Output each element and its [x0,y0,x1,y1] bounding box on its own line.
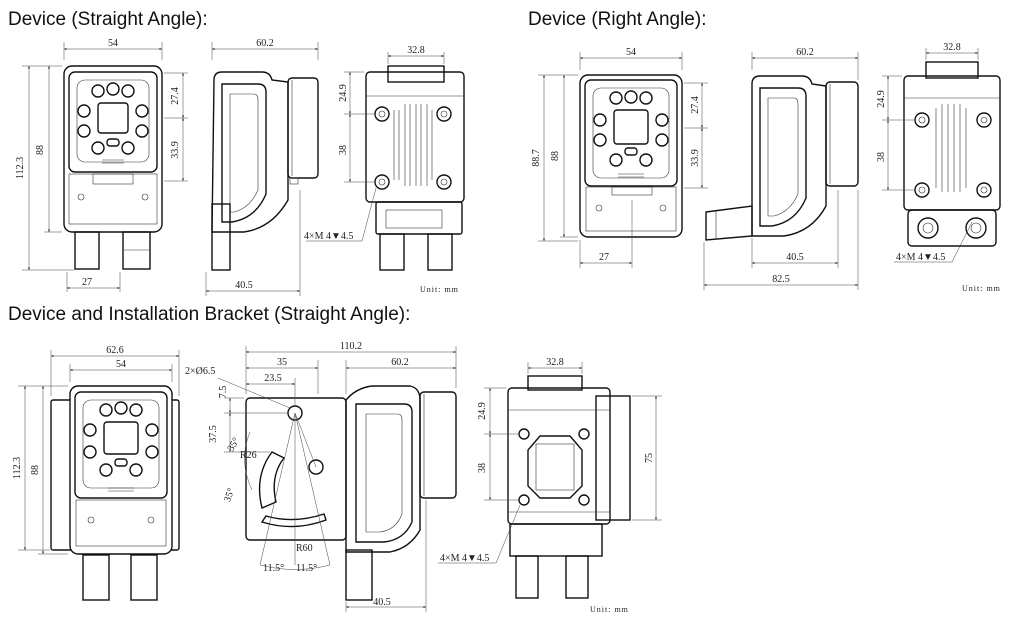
dim-total-height: 112.3 [15,157,26,179]
unit-label-right: Unit: mm [962,284,1001,293]
dim-right-hole-top: 24.9 [876,90,887,108]
right-side-dims: 60.2 40.5 82.5 [703,47,859,290]
bracket-front-dims: 62.6 54 112.3 88 [12,345,180,555]
dim-right-overall: 82.5 [772,274,790,285]
dim-holes: 2×Ø6.5 [185,366,215,377]
dim-bracket-height: 75 [644,453,655,463]
dim-bracket-hole-pitch: 38 [477,463,488,473]
dim-connector: 27 [82,277,92,288]
dim-right-depth: 60.2 [796,47,814,58]
dim-bracket-depth: 60.2 [391,357,409,368]
right-back-dims: 32.8 24.9 38 4×M 4▼4.5 Unit: mm [876,42,1001,293]
dim-base: 40.5 [235,280,253,291]
dim-bracket-base: 40.5 [373,597,391,608]
dim-hole-offset: 23.5 [264,373,282,384]
dim-right-middle: 33.9 [690,149,701,167]
straight-back-view [365,65,465,271]
dim-bracket-width: 54 [116,359,126,370]
straight-back-dims: 32.8 24.9 38 4×M 4▼4.5 Unit: mm [304,45,459,294]
dim-right-screw: 4×M 4▼4.5 [896,252,945,263]
heading-bracket: Device and Installation Bracket (Straigh… [8,304,411,325]
right-side-view [705,75,859,241]
right-front-dims: 54 88.7 88 27.4 33.9 27 [531,47,708,268]
dim-body-height: 88 [35,145,46,155]
dim-right-base: 40.5 [786,252,804,263]
dim-bracket-total: 112.3 [12,457,23,479]
dim-bracket-outer: 62.6 [106,345,124,356]
dim-right-back-width: 32.8 [943,42,961,53]
straight-front-dims: 54 112.3 88 27.4 33.9 27 [15,38,188,292]
right-front-view [579,74,683,238]
dim-right-connector: 27 [599,252,609,263]
unit-label: Unit: mm [420,285,459,294]
bracket-back-dims: 32.8 24.9 38 75 4×M 4▼4.5 Unit: mm [438,357,662,614]
dim-top: 7.5 [218,386,229,399]
dim-width: 54 [108,38,118,49]
right-back-view [903,61,1001,247]
dim-bracket-screw: 4×M 4▼4.5 [440,553,489,564]
heading-right-angle: Device (Right Angle): [528,9,707,30]
dim-bracket-hole-top: 24.9 [477,402,488,420]
dim-hole-pitch: 38 [338,145,349,155]
dim-right-upper: 27.4 [690,96,701,114]
dim-back-width: 32.8 [407,45,425,56]
dim-arc-radius: R60 [296,543,313,554]
bracket-plate-dims: 110.2 35 60.2 23.5 2×Ø6.5 7.5 37.5 35° R… [185,341,457,612]
dim-arc-a: 11.5° [263,563,284,574]
bracket-front-view [50,385,180,601]
dim-total-length: 110.2 [340,341,362,352]
dim-right-hole-pitch: 38 [876,152,887,162]
dim-slot: 37.5 [208,425,219,443]
dim-depth: 60.2 [256,38,274,49]
dim-bracket-body: 88 [30,465,41,475]
straight-front-view [63,65,163,270]
dim-screw: 4×M 4▼4.5 [304,231,353,242]
dim-middle: 33.9 [170,141,181,159]
dim-radius: R26 [240,450,257,461]
straight-side-view [211,71,319,271]
dim-plate: 35 [277,357,287,368]
straight-side-dims: 60.2 40.5 [205,38,319,296]
dim-arc-b: 11.5° [296,563,317,574]
bracket-back-view [507,375,631,599]
dim-right-width: 54 [626,47,636,58]
dim-hole-top: 24.9 [338,84,349,102]
heading-straight: Device (Straight Angle): [8,9,208,30]
dim-bracket-back-width: 32.8 [546,357,564,368]
dim-right-total: 88.7 [531,149,542,167]
dim-upper: 27.4 [170,87,181,105]
bracket-plate-view [244,385,457,601]
unit-label-bracket: Unit: mm [590,605,629,614]
dim-right-body: 88 [550,151,561,161]
dim-angle-2: 35° [222,487,237,504]
